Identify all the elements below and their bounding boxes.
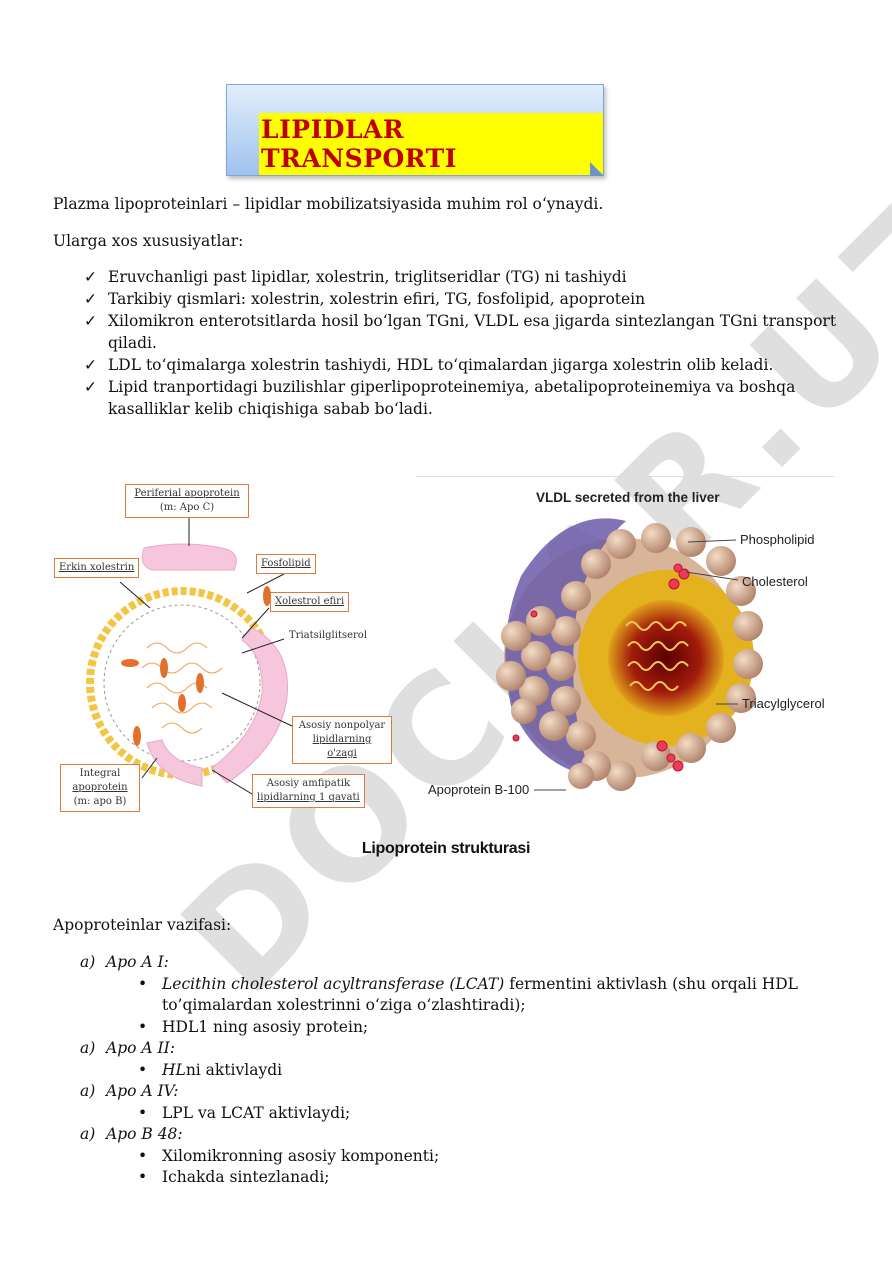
- feature-text: Tarkibiy qismlari: xolestrin, xolestrin …: [108, 290, 646, 308]
- title-banner: LIPIDLAR TRANSPORTI: [226, 84, 604, 176]
- label-peripheral-apoprotein: Periferial apoprotein (m: Apo C): [125, 484, 249, 518]
- label-cholesterol-en: Cholesterol: [742, 574, 808, 589]
- list-item: •Lecithin cholesterol acyltransferase (L…: [138, 974, 798, 1015]
- functions-heading: Apoproteinlar vazifasi:: [53, 916, 232, 934]
- page-fold-decoration: [590, 162, 604, 176]
- check-icon: ✓: [84, 356, 97, 374]
- check-icon: ✓: [84, 290, 97, 308]
- list-item: •HLni aktivlaydi: [138, 1060, 283, 1079]
- vldl-graphic: [496, 518, 763, 791]
- feature-text: Eruvchanligi past lipidlar, xolestrin, t…: [108, 268, 627, 286]
- label-cholesterol-ester: Xolestrol efiri: [270, 592, 350, 612]
- list-item: •Xilomikronning asosiy komponenti;: [138, 1146, 440, 1165]
- label-triglyceride: Triatsilglitserol: [284, 626, 373, 646]
- apo-heading: a)Apo B 48:: [80, 1125, 183, 1143]
- vldl-title: VLDL secreted from the liver: [536, 490, 720, 505]
- figure-caption: Lipoprotein strukturasi: [361, 840, 531, 857]
- label-apoprotein-b100: Apoprotein B-100: [428, 782, 530, 797]
- list-item: •Ichakda sintezlanadi;: [138, 1168, 330, 1186]
- label-amphipathic-layer: Asosiy amfipatik lipidlarning 1 qavati: [252, 774, 365, 808]
- list-item: ✓ LDL to‘qimalarga xolestrin tashiydi, HD…: [84, 354, 844, 376]
- list-item: ✓ Eruvchanligi past lipidlar, xolestrin, …: [84, 266, 844, 288]
- feature-text: Lipid tranportidagi buzilishlar giperlip…: [108, 378, 796, 418]
- page-title: LIPIDLAR TRANSPORTI: [259, 113, 603, 175]
- figure-divider: [416, 476, 834, 477]
- apoprotein-functions-list: a)Apo A I: •Lecithin cholesterol acyltra…: [80, 952, 860, 1189]
- label-phospholipid: Fosfolipid: [256, 554, 316, 574]
- check-icon: ✓: [84, 312, 97, 330]
- apo-heading: a)Apo A I:: [80, 953, 169, 971]
- label-free-cholesterol: Erkin xolestrin: [54, 558, 140, 578]
- apo-heading: a)Apo A IV:: [80, 1082, 179, 1100]
- list-item: •HDL1 ning asosiy protein;: [138, 1017, 369, 1036]
- features-list: ✓ Eruvchanligi past lipidlar, xolestrin, …: [84, 266, 844, 420]
- label-integral-apoprotein: Integral apoprotein (m: apo B): [60, 764, 140, 812]
- vldl-figure: VLDL secreted from the liver: [416, 476, 834, 816]
- label-triacylglycerol-en: Triacylglycerol: [742, 696, 825, 711]
- list-item: ✓ Lipid tranportidagi buzilishlar giperli…: [84, 376, 844, 420]
- list-item: ✓ Tarkibiy qismlari: xolestrin, xolestrin…: [84, 288, 844, 310]
- label-nonpolar-core: Asosiy nonpolyar lipidlarning o'zagi: [292, 716, 392, 764]
- check-icon: ✓: [84, 268, 97, 286]
- label-phospholipid-en: Phospholipid: [740, 532, 815, 547]
- features-heading: Ularga xos xususiyatlar:: [53, 232, 244, 250]
- feature-text: Xilomikron enterotsitlarda hosil bo‘lgan…: [108, 312, 837, 352]
- apo-heading: a)Apo A II:: [80, 1039, 175, 1057]
- list-item: ✓ Xilomikron enterotsitlarda hosil bo‘lga…: [84, 310, 844, 354]
- intro-text: Plazma lipoproteinlari – lipidlar mobili…: [53, 195, 604, 213]
- lipoprotein-diagram-graphic: [86, 518, 293, 801]
- check-icon: ✓: [84, 378, 97, 396]
- lipoprotein-diagram: Periferial apoprotein (m: Apo C) Erkin x…: [52, 478, 392, 828]
- list-item: •LPL va LCAT aktivlaydi;: [138, 1103, 351, 1122]
- feature-text: LDL to‘qimalarga xolestrin tashiydi, HDL…: [108, 356, 774, 374]
